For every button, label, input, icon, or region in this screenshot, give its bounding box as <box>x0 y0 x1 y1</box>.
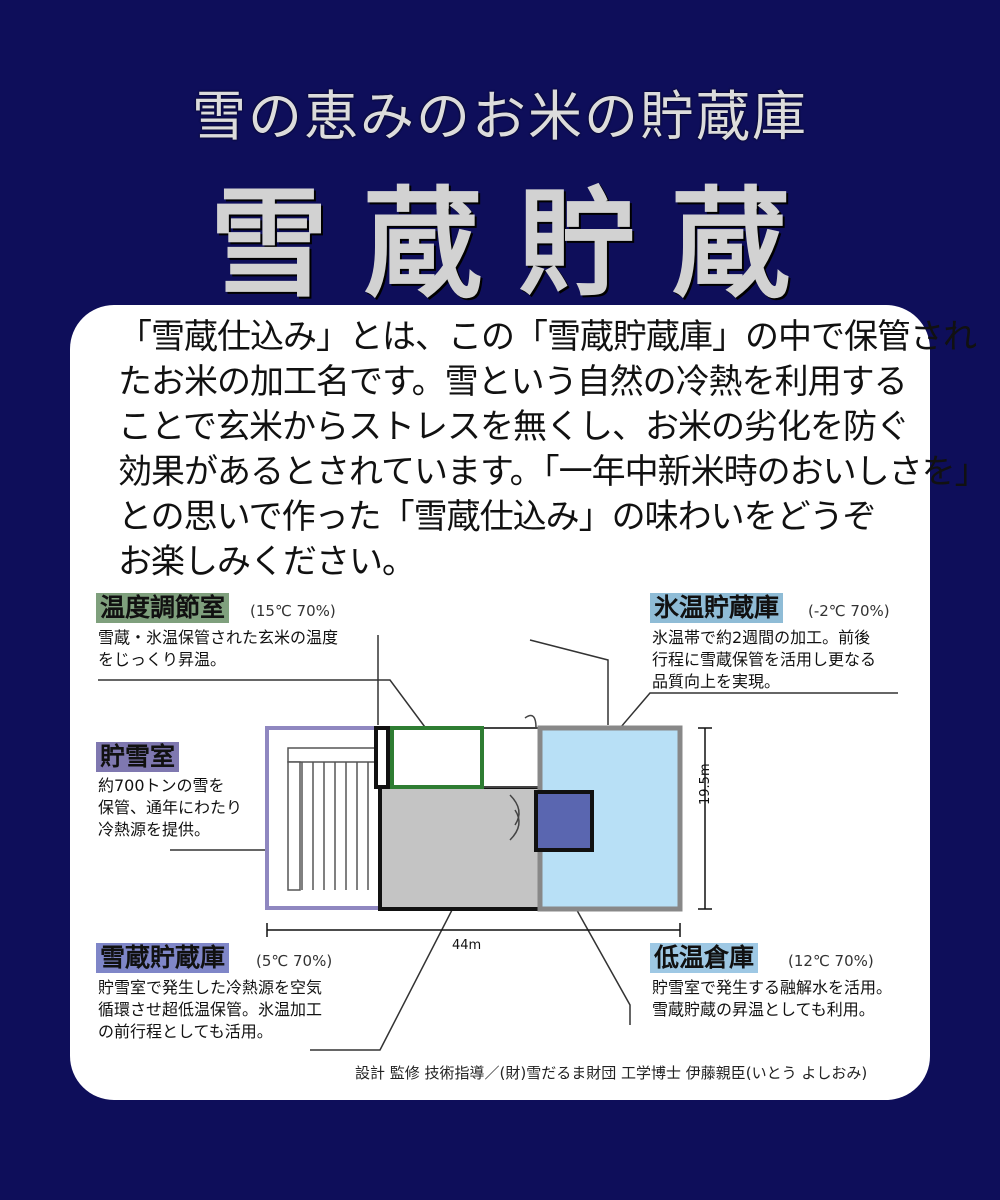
wall-segment <box>374 726 390 789</box>
intro-line: との思いで作った「雪蔵仕込み」の味わいをどうぞ <box>118 497 877 537</box>
low-temp-desc: 貯雪室で発生する融解水を活用。 雪蔵貯蔵の昇温としても利用。 <box>652 977 892 1021</box>
snow-storage-desc-line: 貯雪室で発生した冷熱源を空気 <box>98 978 323 997</box>
door-arc <box>524 714 537 729</box>
intro-line: ことで玄米からストレスを無くし、お米の劣化を防ぐ <box>118 407 910 447</box>
ice-temp-desc-line: 品質向上を実現。 <box>652 672 781 691</box>
temp-control-desc: 雪蔵・氷温保管された玄米の温度 をじっくり昇温。 <box>98 627 338 671</box>
temp-control-room <box>390 726 484 789</box>
temp-control-desc-line: 雪蔵・氷温保管された玄米の温度 <box>98 628 339 647</box>
snow-room-desc-line: 約700トンの雪を <box>98 776 225 795</box>
leader-line <box>529 639 609 725</box>
page-title: 雪蔵貯蔵 <box>209 174 826 313</box>
info-panel: 「雪蔵仕込み」とは、この「雪蔵貯蔵庫」の中で保管され たお米の加工名です。雪とい… <box>70 305 989 1100</box>
low-temp-condition: (12℃ 70%) <box>788 952 874 970</box>
snow-room-wall <box>287 761 301 891</box>
low-temp-desc-line: 雪蔵貯蔵の昇温としても利用。 <box>652 1000 875 1019</box>
width-label: 44m <box>452 938 482 953</box>
snow-storage-desc-line: 循環させ超低温保管。氷温加工 <box>98 1000 323 1019</box>
low-temp-desc-line: 貯雪室で発生する融解水を活用。 <box>652 978 893 997</box>
snow-room-caption: 貯雪室 <box>96 742 180 772</box>
snow-storage-desc-line: の前行程としても活用。 <box>98 1022 273 1041</box>
intro-line: たお米の加工名です。雪という自然の冷熱を利用する <box>118 362 908 402</box>
snow-storage-condition: (5℃ 70%) <box>256 952 333 970</box>
temp-control-condition: (15℃ 70%) <box>250 602 336 620</box>
intro-line: 「雪蔵仕込み」とは、この「雪蔵貯蔵庫」の中で保管され <box>118 317 977 357</box>
low-temp-caption: 低温倉庫 <box>650 943 759 973</box>
snow-room-desc: 約700トンの雪を 保管、通年にわたり 冷熱源を提供。 <box>98 775 242 841</box>
ice-temp-room <box>534 790 594 852</box>
temp-control-desc-line: をじっくり昇温。 <box>98 650 227 669</box>
design-credit: 設計 監修 技術指導／(財)雪だるま財団 工学博士 伊藤親臣(いとう よしおみ) <box>355 1064 868 1082</box>
door-arc <box>509 794 520 826</box>
ice-temp-condition: (-2℃ 70%) <box>808 602 890 620</box>
snow-room-desc-line: 保管、通年にわたり <box>98 798 243 817</box>
intro-text: 「雪蔵仕込み」とは、この「雪蔵貯蔵庫」の中で保管され たお米の加工名です。雪とい… <box>118 315 989 585</box>
height-label: 19.5m <box>698 763 713 805</box>
intro-line: 効果があるとされています。「一年中新米時のおいしさを」 <box>118 452 989 492</box>
snow-room-desc-line: 冷熱源を提供。 <box>98 820 211 839</box>
ice-temp-desc-line: 行程に雪蔵保管を活用し更なる <box>652 650 877 669</box>
temp-control-caption: 温度調節室 <box>96 593 230 623</box>
ice-temp-caption: 氷温貯蔵庫 <box>650 593 784 623</box>
page-subtitle: 雪の恵みのお米の貯蔵庫 <box>192 85 808 148</box>
leader-line <box>310 874 471 1051</box>
snow-storage-caption: 雪蔵貯蔵庫 <box>96 943 230 973</box>
leader-line <box>559 879 631 1025</box>
snow-storage-room <box>378 785 542 911</box>
intro-line: お楽しみください。 <box>118 542 416 582</box>
corridor <box>481 727 541 788</box>
floor-plan-diagram <box>98 635 898 1051</box>
snow-room-rail <box>287 747 381 763</box>
ice-temp-desc-line: 氷温帯で約2週間の加工。前後 <box>652 628 871 647</box>
door-arc <box>509 809 520 841</box>
ice-temp-desc: 氷温帯で約2週間の加工。前後 行程に雪蔵保管を活用し更なる 品質向上を実現。 <box>652 627 876 693</box>
snow-storage-desc: 貯雪室で発生した冷熱源を空気 循環させ超低温保管。氷温加工 の前行程としても活用… <box>98 977 322 1043</box>
